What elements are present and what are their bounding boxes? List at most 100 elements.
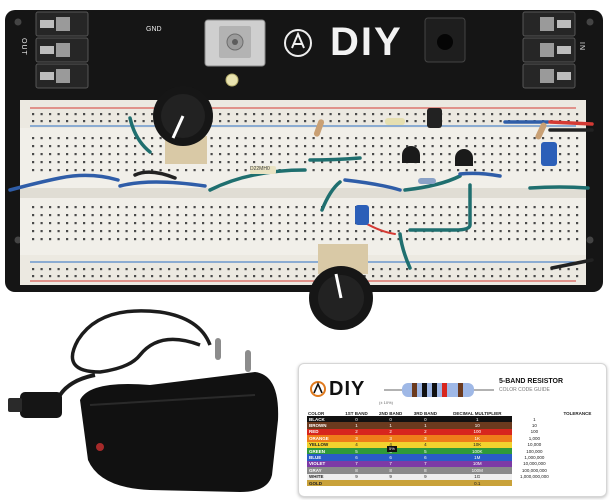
table-cell-b1: 2 (339, 428, 374, 436)
table-cell-m1: 100K (442, 447, 512, 455)
table-cell-b2: 4 (373, 441, 409, 448)
table-cell-m1: 1M (442, 454, 512, 461)
card-subtitle: COLOR CODE GUIDE (499, 387, 550, 393)
table-cell-b1: 9 (339, 473, 374, 480)
table-cell-b3: 4 (408, 441, 443, 448)
table-cell-name: GREEN (307, 447, 340, 455)
table-cell-m2: 1,000 (511, 435, 557, 442)
table-cell-m2: 10 (511, 422, 557, 429)
input-jacks (522, 11, 576, 89)
table-cell-b2 (373, 479, 409, 487)
table-cell-b2: 3 (373, 435, 409, 442)
table-cell-b2: 8 (373, 467, 409, 474)
card-brand: DIY (329, 378, 366, 400)
table-cell-m2: 100,000,000 (511, 467, 557, 474)
breadboard (20, 100, 586, 285)
table-cell-name: YELLOW (307, 441, 340, 448)
table-cell-name: ORANGE (307, 435, 340, 442)
table-header-cell: 1ST BAND (345, 410, 368, 416)
table-header-cell: 2ND BAND (379, 410, 403, 416)
table-cell-m1: 10K (442, 441, 512, 448)
table-header-cell: COLOR (308, 410, 325, 416)
table-cell-b3: 1 (408, 422, 443, 429)
table-body: BLACK00011BROWN11110101%RED2221001002%OR… (307, 416, 598, 487)
table-cell-b1 (339, 479, 374, 487)
table-header: COLOR 1ST BAND 2ND BAND 3RD BAND DECIMAL MUL… (307, 410, 598, 416)
table-cell-m1: 100 (442, 428, 512, 436)
resistor-icon (384, 383, 494, 397)
table-cell-name: GRAY (307, 467, 340, 474)
jumper-wires (8, 116, 594, 270)
resistor-color-card: DIY 5-BAND RESISTOR COLOR CODE GUIDE (± … (298, 363, 607, 497)
table-cell-name: BROWN (307, 422, 340, 429)
potentiometer-level[interactable] (309, 244, 373, 330)
table-cell-b3: 3 (408, 435, 443, 442)
capacitors (355, 108, 557, 225)
table-cell-m2: 100,000 (511, 447, 557, 455)
table-cell-name: GOLD (307, 479, 340, 487)
table-cell-m1: 100M (442, 467, 512, 474)
table-header-cell: DECIMAL MULTIPLIER (453, 410, 502, 416)
table-cell-b1: 8 (339, 467, 374, 474)
table-cell-b1: 5 (339, 447, 374, 455)
led-indicator (225, 73, 239, 87)
table-cell-b3: 7 (408, 460, 443, 468)
table-cell-b3: 9 (408, 473, 443, 480)
table-cell-m1: 1K (442, 435, 512, 442)
table-cell-name: RED (307, 428, 340, 436)
out-label: OUT (20, 38, 27, 56)
table-cell-b1: 6 (339, 454, 374, 461)
table-cell-m2: 10,000,000 (511, 460, 557, 468)
table-cell-b3 (408, 479, 443, 487)
table-cell-name: BLUE (307, 454, 340, 461)
diy-logo-icon (310, 381, 326, 397)
table-cell-b1: 4 (339, 441, 374, 448)
table-cell-b2: 1 (373, 422, 409, 429)
table-cell-b1: 7 (339, 460, 374, 468)
table-cell-m2: 1,000,000 (511, 454, 557, 461)
table-cell-tol: 5% (387, 446, 397, 453)
table-cell-b3: 8 (408, 467, 443, 474)
table-cell-b3: 6 (408, 454, 443, 461)
table-cell-b3: 2 (408, 428, 443, 436)
table-header-cell: 3RD BAND (413, 410, 437, 416)
output-jacks (35, 11, 89, 89)
table-cell-b1: 0 (339, 416, 374, 423)
table-cell-b3: 5 (408, 447, 443, 455)
table-cell-name: VIOLET (307, 460, 340, 468)
table-cell-b2: 9 (373, 473, 409, 480)
board-brand: DIY (330, 20, 403, 64)
table-cell-name: WHITE (307, 473, 340, 480)
table-cell-m1: 10M (442, 460, 512, 468)
gnd-label: GND (146, 26, 162, 33)
table-cell-name: BLACK (307, 416, 340, 423)
table-cell-m2: 1 (511, 416, 557, 423)
table-cell-b2: 6 (373, 454, 409, 461)
pedal-board (5, 10, 603, 330)
footswitch[interactable] (204, 19, 266, 67)
table-cell-b2: 2 (373, 428, 409, 436)
resistors (250, 118, 547, 184)
table-header-cell: TOLERANCE (563, 410, 592, 416)
table-cell-m2 (511, 479, 557, 487)
in-label: IN (578, 42, 585, 51)
table-cell-b3: 0 (408, 416, 443, 423)
table-cell-m1: 1G (442, 473, 512, 480)
table-cell-b1: 1 (339, 422, 374, 429)
table-cell-b2: 7 (373, 460, 409, 468)
color-code-table: COLOR 1ST BAND 2ND BAND 3RD BAND DECIMAL MUL… (307, 410, 598, 487)
diy-logo (284, 29, 312, 57)
table-cell-b1: 3 (339, 435, 374, 442)
table-cell-b2: 0 (373, 416, 409, 423)
card-title: 5-BAND RESISTOR (499, 378, 564, 385)
table-cell-m2: 100 (511, 428, 557, 436)
potentiometer-gain[interactable] (153, 86, 213, 164)
table-cell-m1: 1 (442, 416, 512, 423)
table-cell-m2: 10,000 (511, 441, 557, 448)
